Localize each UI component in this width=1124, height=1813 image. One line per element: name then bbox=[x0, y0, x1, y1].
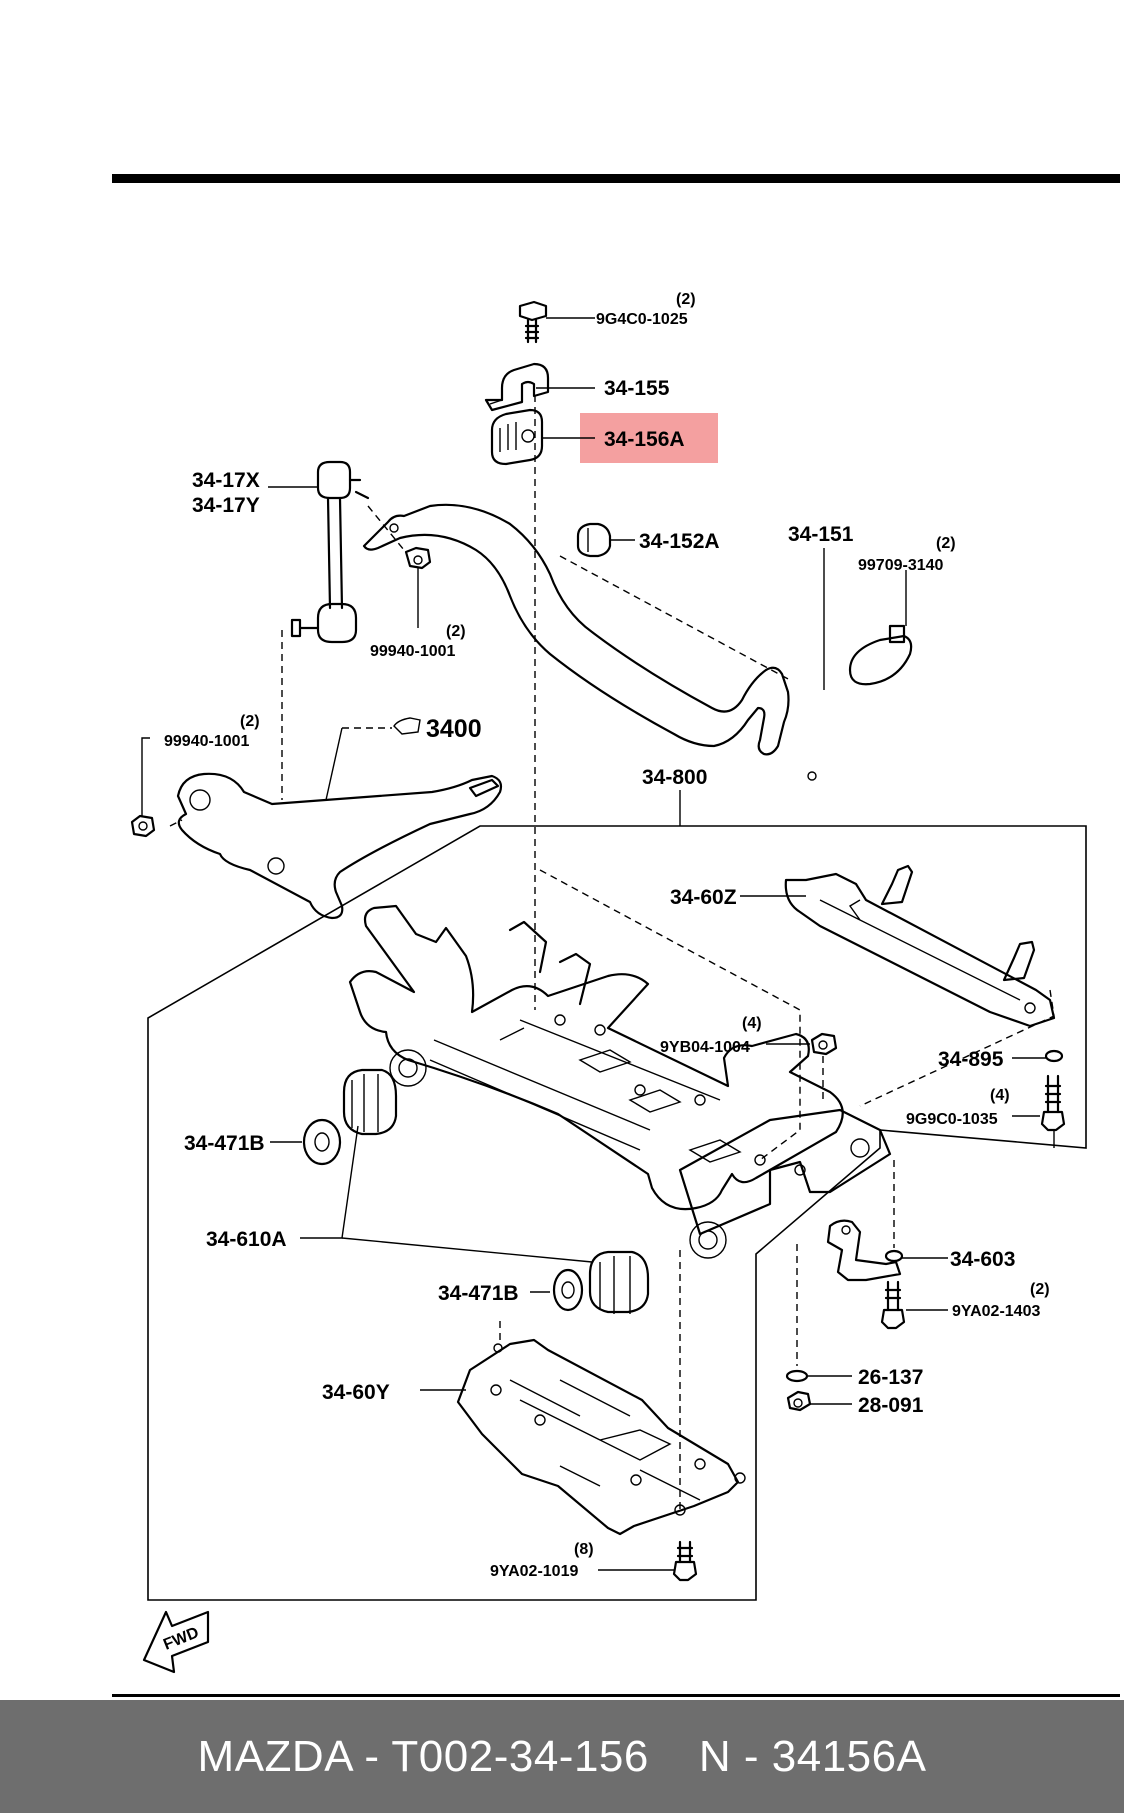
label-9ya02-1019: 9YA02-1019 bbox=[490, 1563, 578, 1580]
label-99940-1001-a: 99940-1001 bbox=[370, 643, 456, 660]
label-9ya02-1403: 9YA02-1403 bbox=[952, 1303, 1040, 1320]
stabilizer-link-icon bbox=[290, 460, 370, 644]
label-3400[interactable]: 3400 bbox=[426, 715, 482, 743]
nut-99940-1001-b-icon bbox=[130, 814, 156, 838]
qty-99940-1001-b: (2) bbox=[240, 713, 260, 730]
bracket-34-603-icon bbox=[826, 1219, 902, 1282]
bottom-rule bbox=[112, 1694, 1120, 1697]
qty-9g4c0-1025: (2) bbox=[676, 291, 696, 308]
label-34-603[interactable]: 34-603 bbox=[950, 1248, 1015, 1271]
label-28-091[interactable]: 28-091 bbox=[858, 1394, 924, 1417]
qty-9ya02-1403: (2) bbox=[1030, 1281, 1050, 1298]
qty-99709-3140: (2) bbox=[936, 535, 956, 552]
fwd-label: FWD bbox=[161, 1624, 201, 1653]
washer-34-895-icon bbox=[1044, 1049, 1064, 1063]
label-34-17y[interactable]: 34-17Y bbox=[192, 494, 260, 517]
label-34-151[interactable]: 34-151 bbox=[788, 523, 854, 546]
nut-28-091-icon bbox=[786, 1390, 812, 1412]
bushing-34-610a-b-icon bbox=[588, 1250, 650, 1314]
top-rule bbox=[112, 174, 1120, 183]
qty-9g9c0-1035: (4) bbox=[990, 1087, 1010, 1104]
label-34-60y[interactable]: 34-60Y bbox=[322, 1381, 390, 1404]
qty-99940-1001-a: (2) bbox=[446, 623, 466, 640]
label-34-155[interactable]: 34-155 bbox=[604, 377, 670, 400]
bracket-34-155-icon bbox=[484, 362, 550, 412]
washer-34-471b-a-icon bbox=[302, 1118, 342, 1166]
bolt-9ya02-1403-icon bbox=[880, 1280, 906, 1330]
bolt-9g4c0-1025-icon bbox=[518, 300, 548, 344]
label-34-471b-a[interactable]: 34-471B bbox=[184, 1132, 265, 1155]
label-34-152a[interactable]: 34-152A bbox=[639, 530, 720, 553]
footer-right-text: N - 34156A bbox=[698, 1731, 927, 1781]
nut-9yb04-1004-icon bbox=[810, 1032, 838, 1056]
footer-bar bbox=[0, 1700, 1124, 1813]
qty-9yb04-1004: (4) bbox=[742, 1015, 762, 1032]
label-34-17x[interactable]: 34-17X bbox=[192, 469, 260, 492]
clamp-99709-3140-icon bbox=[848, 624, 913, 686]
stabilizer-bar-icon bbox=[362, 503, 817, 781]
washer-26-137-icon bbox=[785, 1369, 809, 1383]
fwd-arrow-icon bbox=[142, 1610, 210, 1674]
undercover-34-60y-icon bbox=[456, 1338, 746, 1536]
bolt-9g9c0-1035-icon bbox=[1040, 1074, 1066, 1132]
label-34-895[interactable]: 34-895 bbox=[938, 1048, 1004, 1071]
washer-34-603-icon bbox=[884, 1249, 904, 1263]
nut-99940-1001-icon bbox=[404, 546, 432, 570]
label-34-800[interactable]: 34-800 bbox=[642, 766, 707, 789]
lower-arm-3400-icon bbox=[176, 772, 503, 920]
label-34-610a[interactable]: 34-610A bbox=[206, 1228, 287, 1251]
label-99709-3140: 99709-3140 bbox=[858, 557, 944, 574]
label-34-471b-b[interactable]: 34-471B bbox=[438, 1282, 519, 1305]
brace-34-60z-icon bbox=[784, 864, 1056, 1028]
crossmember-34-800-icon bbox=[348, 869, 892, 1259]
label-9g9c0-1035: 9G9C0-1035 bbox=[906, 1111, 998, 1128]
label-26-137[interactable]: 26-137 bbox=[858, 1366, 923, 1389]
footer-left-text: MAZDA - T002-34-156 bbox=[197, 1731, 649, 1781]
bushing-34-152a-icon bbox=[576, 522, 612, 558]
footer-caption: MAZDA - T002-34-156 N - 34156A bbox=[0, 1700, 1124, 1813]
washer-34-471b-b-icon bbox=[552, 1268, 584, 1312]
label-99940-1001-b: 99940-1001 bbox=[164, 733, 250, 750]
qty-9ya02-1019: (8) bbox=[574, 1541, 594, 1558]
label-34-60z[interactable]: 34-60Z bbox=[670, 886, 737, 909]
label-9yb04-1004: 9YB04-1004 bbox=[660, 1039, 750, 1056]
label-34-156a[interactable]: 34-156A bbox=[604, 428, 685, 451]
bushing-34-156a-icon bbox=[490, 408, 544, 466]
bushing-34-610a-a-icon bbox=[342, 1068, 398, 1136]
highlight-box bbox=[580, 413, 718, 463]
label-9g4c0-1025: 9G4C0-1025 bbox=[596, 311, 688, 328]
bolt-9ya02-1019-icon bbox=[672, 1540, 698, 1582]
